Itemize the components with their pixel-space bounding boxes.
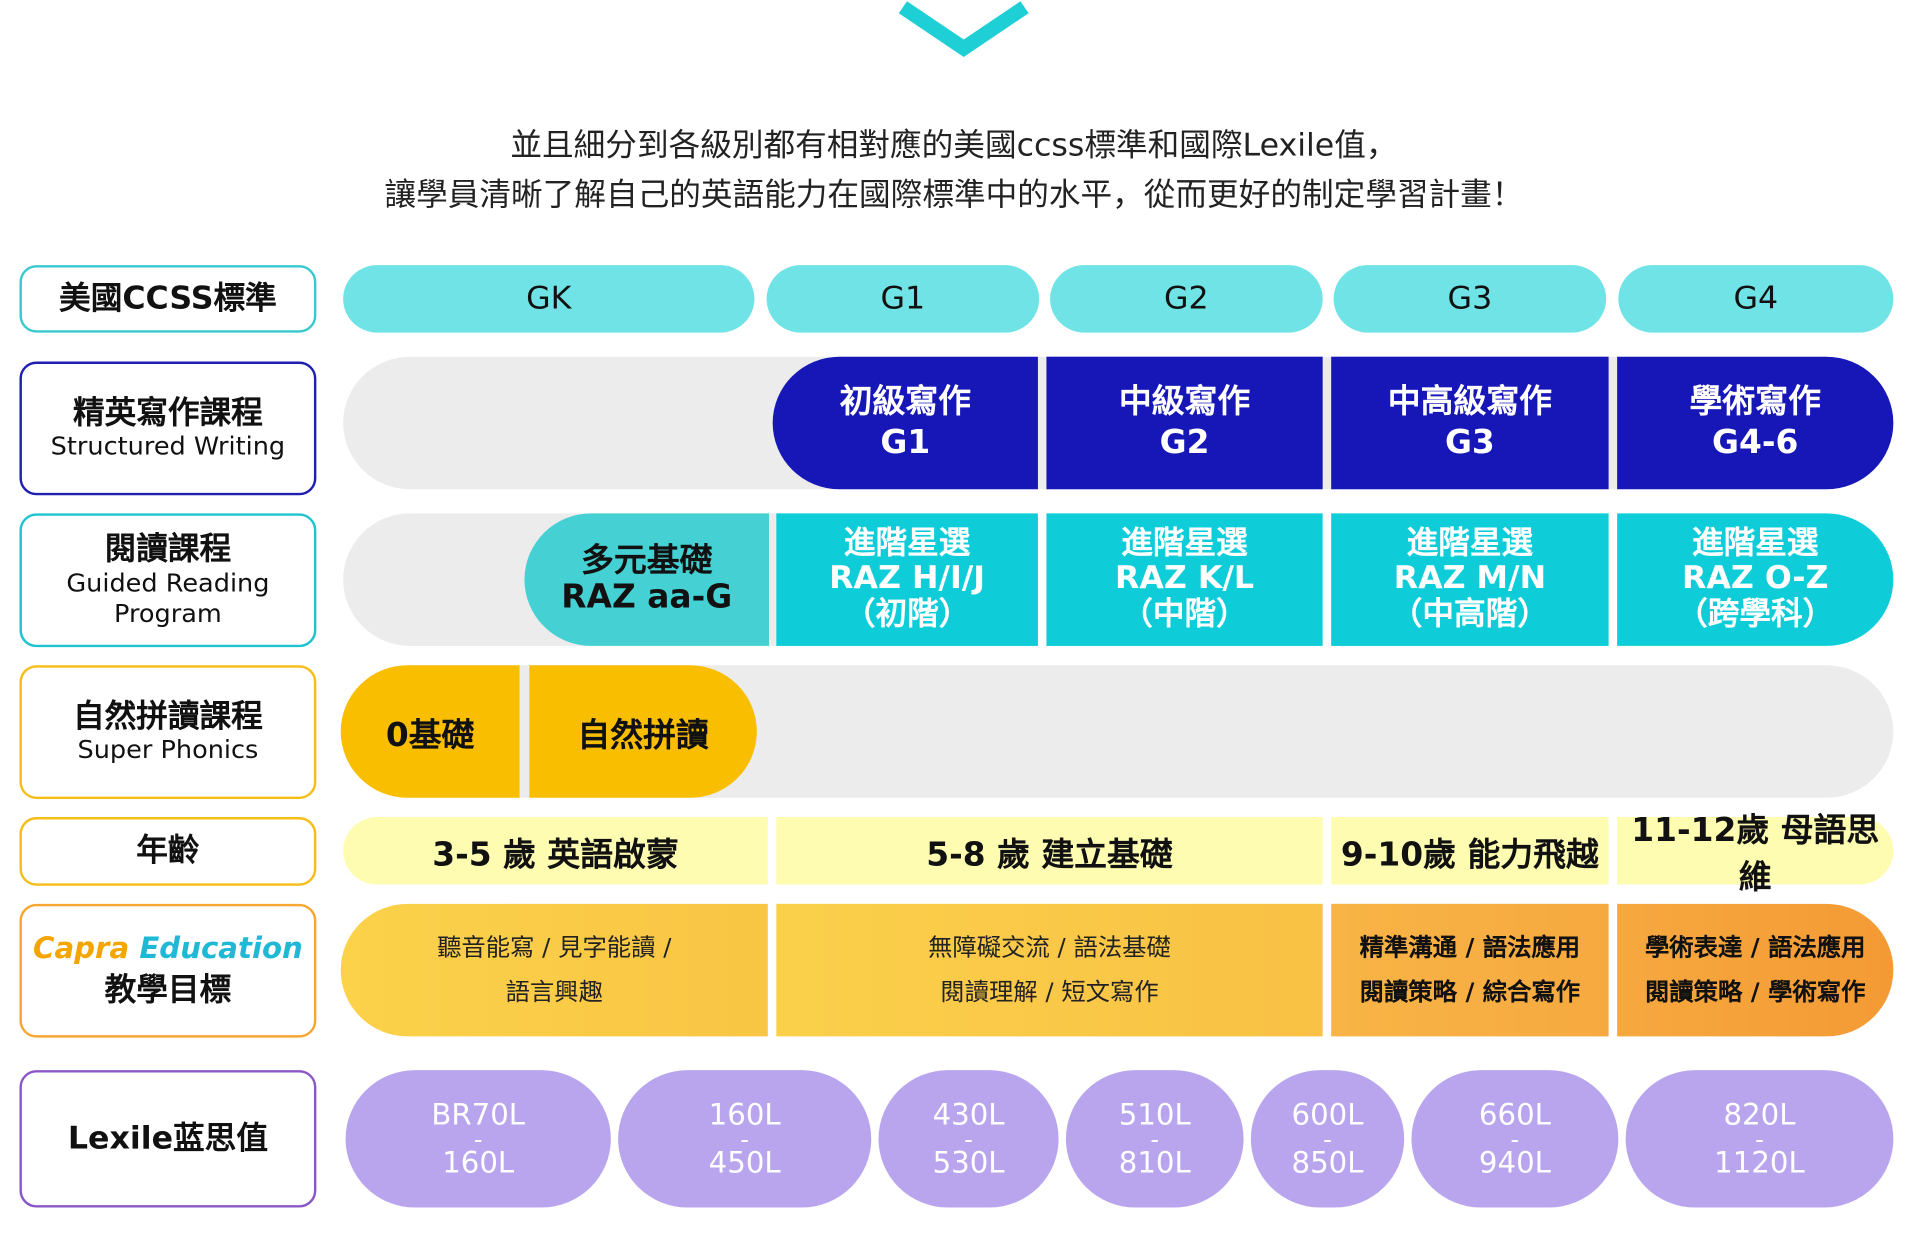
ccss-grade-g4: G4 (1618, 265, 1894, 333)
reading-level-raz: RAZ H/I/J (829, 560, 986, 598)
reading-level-name: 進階星選 (1121, 525, 1248, 562)
row-label-phonics: 自然拼讀課程 Super Phonics (19, 665, 317, 799)
row-label-writing: 精英寫作課程 Structured Writing (19, 361, 317, 496)
lexile-range-7: 820L-1120L (1625, 1070, 1894, 1208)
goal-line-1: 精準溝通 / 語法應用 (1359, 932, 1581, 962)
goal-11-12: 學術表達 / 語法應用 閱讀策略 / 學術寫作 (1617, 903, 1894, 1037)
row-label-writing-en: Structured Writing (50, 431, 286, 461)
row-label-goals: Capra Education 教學目標 (19, 903, 317, 1038)
writing-level-grade: G3 (1444, 424, 1495, 462)
goal-line-1: 學術表達 / 語法應用 (1644, 932, 1866, 962)
row-label-phonics-en: Super Phonics (77, 735, 259, 765)
lexile-from: 820L (1723, 1097, 1796, 1132)
reading-level-name: 多元基礎 (581, 542, 713, 580)
row-label-ccss: 美國CCSS標準 (19, 265, 317, 333)
goal-line-2: 閱讀策略 / 綜合寫作 (1359, 977, 1581, 1007)
goal-line-2: 閱讀策略 / 學術寫作 (1644, 977, 1866, 1007)
lexile-to: 850L (1291, 1146, 1364, 1180)
row-label-goals-zh: 教學目標 (104, 972, 232, 1010)
lexile-from: 430L (932, 1097, 1005, 1132)
writing-level-name: 中高級寫作 (1387, 383, 1553, 421)
ccss-grade-gk: GK (343, 265, 755, 333)
reading-level-kl: 進階星選 RAZ K/L （中階） (1046, 513, 1323, 646)
goal-line-1: 無障礙交流 / 語法基礎 (928, 932, 1171, 962)
lexile-to: 450L (708, 1146, 781, 1180)
ccss-grade-g3: G3 (1333, 265, 1607, 333)
reading-level-raz: RAZ aa-G (561, 578, 733, 616)
lexile-to: 810L (1118, 1146, 1191, 1180)
lexile-range-4: 510L-810L (1065, 1070, 1244, 1208)
reading-level-name: 進階星選 (1406, 525, 1534, 562)
chevron-down-icon[interactable] (896, 0, 1032, 58)
lexile-from: 600L (1291, 1097, 1364, 1132)
row-label-reading: 閱讀課程 Guided Reading Program (19, 513, 317, 648)
writing-level-name: 初級寫作 (839, 383, 972, 421)
row-label-lexile: Lexile蓝思值 (19, 1070, 317, 1208)
row-label-age: 年齡 (19, 817, 317, 886)
goal-9-10: 精準溝通 / 語法應用 閱讀策略 / 綜合寫作 (1331, 903, 1609, 1037)
reading-level-raz: RAZ O-Z (1682, 560, 1829, 598)
goal-5-8: 無障礙交流 / 語法基礎 閱讀理解 / 短文寫作 (776, 903, 1323, 1037)
row-label-ccss-text: 美國CCSS標準 (59, 280, 277, 317)
reading-level-basic: 多元基礎 RAZ aa-G (524, 513, 770, 646)
lexile-range-1: BR70L-160L (345, 1070, 611, 1208)
lexile-to: 160L (442, 1146, 515, 1180)
phonics-level-zero: 0基礎 (340, 665, 520, 798)
lexile-to: 940L (1478, 1146, 1551, 1180)
row-label-reading-zh: 閱讀課程 (104, 531, 232, 569)
goal-line-2: 語言興趣 (505, 977, 603, 1007)
reading-level-raz: RAZ K/L (1115, 560, 1255, 598)
writing-level-grade: G2 (1159, 424, 1210, 462)
reading-level-oz: 進階星選 RAZ O-Z （跨學科） (1617, 513, 1894, 646)
reading-level-stage: （中高階） (1390, 595, 1549, 633)
row-label-writing-zh: 精英寫作課程 (72, 395, 263, 432)
lexile-from: 510L (1118, 1097, 1191, 1132)
reading-level-stage: （跨學科） (1676, 595, 1835, 633)
reading-level-mn: 進階星選 RAZ M/N （中高階） (1331, 513, 1609, 646)
writing-level-g4-6: 學術寫作 G4-6 (1617, 356, 1894, 490)
row-label-reading-en-2: Program (113, 598, 222, 628)
capra-education-logo: Capra Education (33, 931, 303, 966)
lexile-from: BR70L (431, 1097, 526, 1132)
age-group-3-5: 3-5 歲 英語啟蒙 (343, 817, 768, 885)
goal-line-2: 閱讀理解 / 短文寫作 (940, 977, 1159, 1007)
age-group-11-12: 11-12歲 母語思維 (1617, 812, 1894, 897)
lexile-from: 160L (708, 1097, 781, 1132)
ccss-grade-g2: G2 (1050, 265, 1323, 333)
reading-level-name: 進階星選 (1691, 525, 1819, 562)
lexile-from: 660L (1478, 1097, 1551, 1132)
reading-level-stage: （中階） (1121, 595, 1248, 633)
reading-level-stage: （初階） (843, 595, 971, 633)
row-label-age-text: 年齡 (136, 832, 200, 870)
lexile-to: 530L (932, 1146, 1005, 1180)
row-label-reading-en-1: Guided Reading (66, 568, 270, 598)
ccss-grade-g1: G1 (766, 265, 1040, 333)
writing-level-g2: 中級寫作 G2 (1046, 356, 1323, 490)
intro-line-2: 讓學員清晰了解自己的英語能力在國際標準中的水平，從而更好的制定學習計畫！ (384, 177, 1524, 214)
goal-line-1: 聽音能寫 / 見字能讀 / (437, 932, 672, 962)
writing-level-name: 中級寫作 (1118, 383, 1251, 421)
lexile-to: 1120L (1714, 1146, 1805, 1180)
row-label-lexile-text: Lexile蓝思值 (67, 1120, 268, 1157)
intro-line-1: 並且細分到各級別都有相對應的美國ccss標準和國際Lexile值， (510, 127, 1398, 164)
writing-level-g3: 中高級寫作 G3 (1331, 356, 1609, 490)
lexile-range-2: 160L-450L (618, 1070, 872, 1208)
reading-level-raz: RAZ M/N (1393, 560, 1547, 598)
writing-level-g1: 初級寫作 G1 (772, 356, 1038, 490)
goal-3-5: 聽音能寫 / 見字能讀 / 語言興趣 (340, 903, 768, 1037)
reading-level-name: 進階星選 (843, 525, 971, 562)
phonics-level-phonics: 自然拼讀 (529, 665, 757, 798)
lexile-range-3: 430L-530L (878, 1070, 1059, 1208)
lexile-range-5: 600L-850L (1250, 1070, 1405, 1208)
writing-level-name: 學術寫作 (1689, 383, 1821, 421)
lexile-range-6: 660L-940L (1411, 1070, 1619, 1208)
writing-level-grade: G4-6 (1712, 424, 1799, 462)
age-group-9-10: 9-10歲 能力飛越 (1331, 817, 1609, 885)
age-group-5-8: 5-8 歲 建立基礎 (776, 817, 1323, 885)
writing-level-grade: G1 (880, 424, 931, 462)
reading-level-hij: 進階星選 RAZ H/I/J （初階） (776, 513, 1038, 646)
row-label-phonics-zh: 自然拼讀課程 (72, 698, 263, 735)
